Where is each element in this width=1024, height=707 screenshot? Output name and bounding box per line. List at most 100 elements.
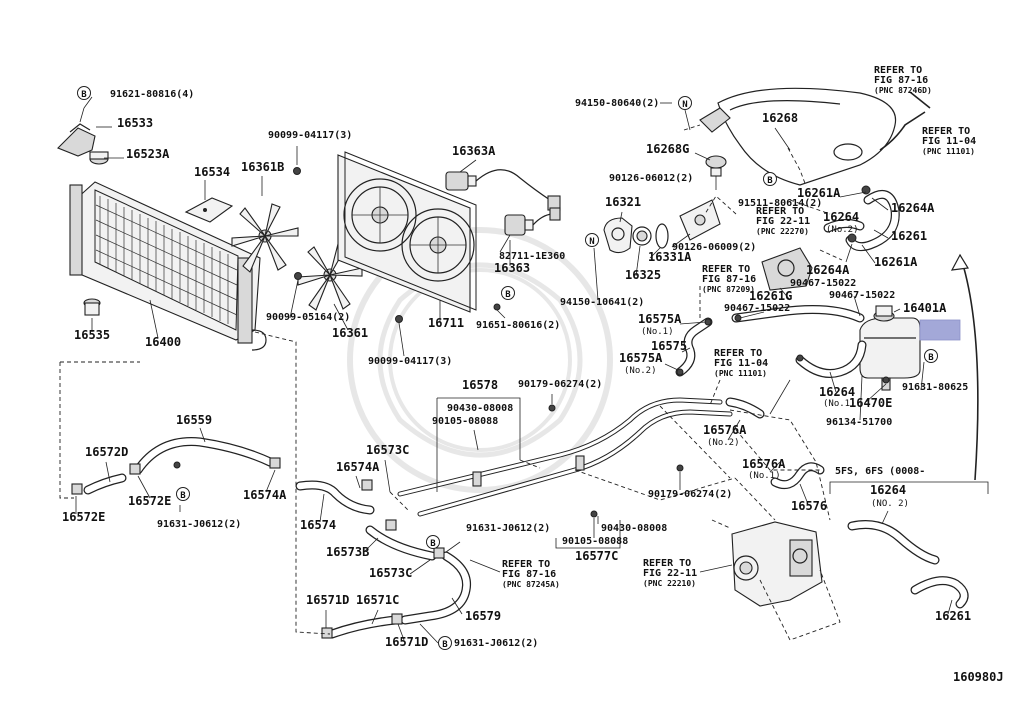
part-label-p19: 16268G: [646, 142, 689, 156]
part-label-p7: 16363A: [452, 144, 496, 158]
part-label-p68: 91631-J0612(2): [157, 519, 241, 530]
part-label-p56: 16576A: [742, 457, 786, 471]
hose-16559: [133, 437, 275, 475]
part-label-p1: 91621-80816(4): [110, 89, 194, 100]
bolt-90099-04117-a: [293, 167, 301, 175]
dashed-guide-lines: [59, 124, 843, 641]
refer-note-line: REFER TO: [643, 558, 691, 569]
part-label-p4: 16534: [194, 165, 230, 179]
refer-note-line: (PNC 22210): [643, 579, 696, 588]
part-label-p38: 16401A: [903, 301, 947, 315]
refer-note-line: FIG 11-04: [714, 358, 768, 369]
refer-note-line: REFER TO: [502, 559, 550, 570]
part-label-p77: 16579: [465, 609, 501, 623]
refer-note-line: (PNC 87245A): [502, 580, 560, 589]
part-label-p48: 96134-51700: [826, 417, 892, 428]
refer-note-line: (PNC 22270): [756, 227, 809, 236]
part-label-p64: 90179-06274(2): [648, 489, 732, 500]
part-label-p72: 90430-08008: [601, 523, 667, 534]
part-label-p27: 16261A: [797, 186, 841, 200]
part-label-p15: 16535: [74, 328, 110, 342]
callout-n-1: N: [678, 96, 692, 110]
part-label-p69: 16572E: [62, 510, 105, 524]
pipe-brackets: [472, 404, 684, 518]
part-label-p55: (No.2): [707, 438, 740, 448]
hose-segment-heater-return: [725, 397, 765, 419]
throttle-body: [731, 521, 823, 607]
part-label-p36: 90467-15022: [829, 290, 895, 301]
fan-shroud-16711: [337, 151, 477, 313]
water-inlet-housing: [679, 199, 721, 241]
cushion-16523A: [89, 151, 109, 165]
part-label-p3: 16523A: [126, 147, 170, 161]
part-label-p63: 16574A: [336, 460, 380, 474]
part-label-p39: 16575A: [638, 312, 682, 326]
refer-note-line: (PNC 87209): [702, 285, 755, 294]
clamps-lower: [71, 457, 445, 639]
refer-note-line: (PNC 87246D): [874, 86, 932, 95]
callout-b-5: B: [176, 487, 190, 501]
part-label-p75: 16573B: [326, 545, 369, 559]
svg-text:N: N: [682, 100, 687, 110]
flow-arrow: [950, 253, 979, 481]
part-label-p82: 16261: [935, 609, 971, 623]
part-label-p49: 16578: [462, 378, 498, 392]
svg-text:B: B: [180, 491, 186, 501]
engine-cover-outline: [699, 87, 931, 186]
part-label-p66: 16572E: [128, 494, 171, 508]
part-label-p76: 16573C: [369, 566, 412, 580]
svg-text:B: B: [430, 539, 436, 549]
callout-b-3: B: [763, 172, 777, 186]
part-label-p12: 90099-05164(2): [266, 312, 350, 323]
hose-16264-no2: [823, 218, 865, 233]
leader-lines: [75, 96, 989, 644]
part-label-p5: 16361B: [241, 160, 284, 174]
callout-b-4: B: [924, 349, 938, 363]
reservoir-tank-16470E: [859, 317, 921, 391]
callout-b-6: B: [426, 535, 440, 549]
callout-b-2: B: [501, 286, 515, 300]
part-label-p32: 16264A: [806, 263, 850, 277]
fan-motor-16363A: [445, 169, 561, 211]
part-label-p62: 16573C: [366, 443, 409, 457]
part-label-p18: 16268: [762, 111, 798, 125]
hose-16264-no1: [795, 340, 867, 378]
part-label-p61: 16572D: [85, 445, 128, 459]
refer-note-line: (PNC 11101): [714, 369, 767, 378]
part-label-p24: 16325: [625, 268, 661, 282]
hose-16261: [845, 189, 900, 252]
refer-note-line: REFER TO: [714, 348, 762, 359]
part-label-p37: 90467-15022: [724, 303, 790, 314]
part-label-p44: 91631-80625: [902, 382, 968, 393]
hose-16579: [400, 551, 472, 625]
refer-note-line: (PNC 11101): [922, 147, 975, 156]
fan-16361B: [231, 203, 299, 273]
hose-16573B: [365, 525, 437, 561]
part-label-p45: 16264: [819, 385, 855, 399]
refer-note-line: REFER TO: [874, 65, 922, 76]
part-label-p20: 90126-06012(2): [609, 173, 693, 184]
part-label-p70: 16574: [300, 518, 336, 532]
pipe-16577C: [417, 409, 733, 517]
hose-16261-bottom: [910, 576, 969, 609]
part-label-p53: 16559: [176, 413, 212, 427]
reservoir-cap-16401A: [873, 305, 895, 322]
hose-16572D: [83, 473, 127, 495]
part-label-p50: 90179-06274(2): [518, 379, 602, 390]
water-outlet-16321: [603, 217, 633, 254]
clamp-16470E: [882, 376, 890, 384]
svg-text:B: B: [442, 640, 448, 650]
part-label-p52: 90105-08088: [432, 416, 498, 427]
part-label-p30: 16264A: [891, 201, 935, 215]
radiator-16400: [69, 181, 267, 351]
part-label-p23: 16331A: [648, 250, 692, 264]
cushion-16535: [83, 298, 101, 316]
refer-note-line: REFER TO: [756, 206, 804, 217]
refer-note-line: FIG 87-16: [702, 274, 756, 285]
